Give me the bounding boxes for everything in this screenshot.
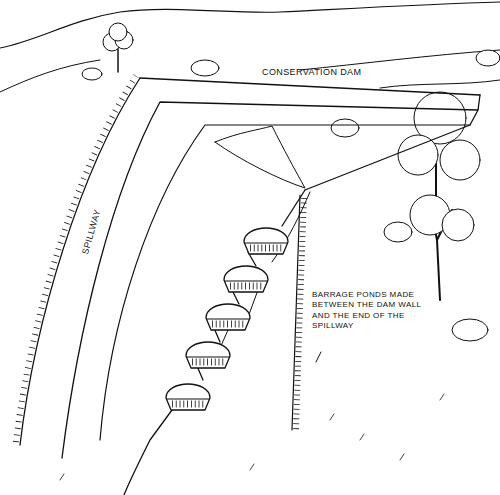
large-tree-part bbox=[452, 319, 488, 341]
background-trees-part bbox=[82, 68, 102, 80]
barrage-ponds-part bbox=[186, 342, 230, 368]
background-trees-part bbox=[476, 50, 500, 66]
hills-part bbox=[0, 2, 500, 48]
spillway-channel-part bbox=[100, 125, 470, 440]
background-trees-part bbox=[117, 48, 119, 72]
ground-marks-part bbox=[60, 394, 444, 480]
large-tree-part bbox=[384, 222, 412, 242]
spillway-label: SPILLWAY bbox=[80, 208, 104, 256]
barrage-ponds-part bbox=[206, 304, 250, 330]
spillway-channel-part bbox=[140, 78, 480, 95]
hatched-bank bbox=[292, 195, 304, 430]
spillway-channel-part bbox=[62, 102, 478, 458]
background-trees-part bbox=[109, 23, 127, 41]
ground-marks-part bbox=[316, 352, 321, 362]
hills-part bbox=[380, 80, 500, 88]
note-text: BARRAGE PONDS MADE BETWEEN THE DAM WALL … bbox=[312, 290, 434, 332]
large-tree-part bbox=[442, 209, 474, 241]
dam-wall-part bbox=[305, 95, 480, 190]
barrage-ponds bbox=[124, 190, 310, 495]
barrage-ponds-part bbox=[224, 266, 268, 292]
dam-wall-part bbox=[215, 126, 305, 188]
barrage-ponds-part bbox=[244, 228, 288, 254]
hills bbox=[0, 2, 500, 92]
hatched-bank-part bbox=[296, 198, 304, 430]
barrage-ponds-part bbox=[166, 384, 210, 410]
dam-wall bbox=[215, 95, 480, 190]
large-tree-part bbox=[440, 140, 480, 180]
large-tree-part bbox=[398, 135, 438, 175]
spillway-channel-part bbox=[16, 76, 136, 442]
spillway-channel-part bbox=[20, 78, 140, 445]
ground-marks bbox=[60, 352, 444, 480]
barrage-ponds-part bbox=[124, 190, 305, 495]
background-trees-part bbox=[191, 60, 219, 76]
dam-label: CONSERVATION DAM bbox=[262, 67, 361, 79]
spillway-channel bbox=[16, 76, 480, 458]
background-trees-part bbox=[331, 119, 359, 137]
